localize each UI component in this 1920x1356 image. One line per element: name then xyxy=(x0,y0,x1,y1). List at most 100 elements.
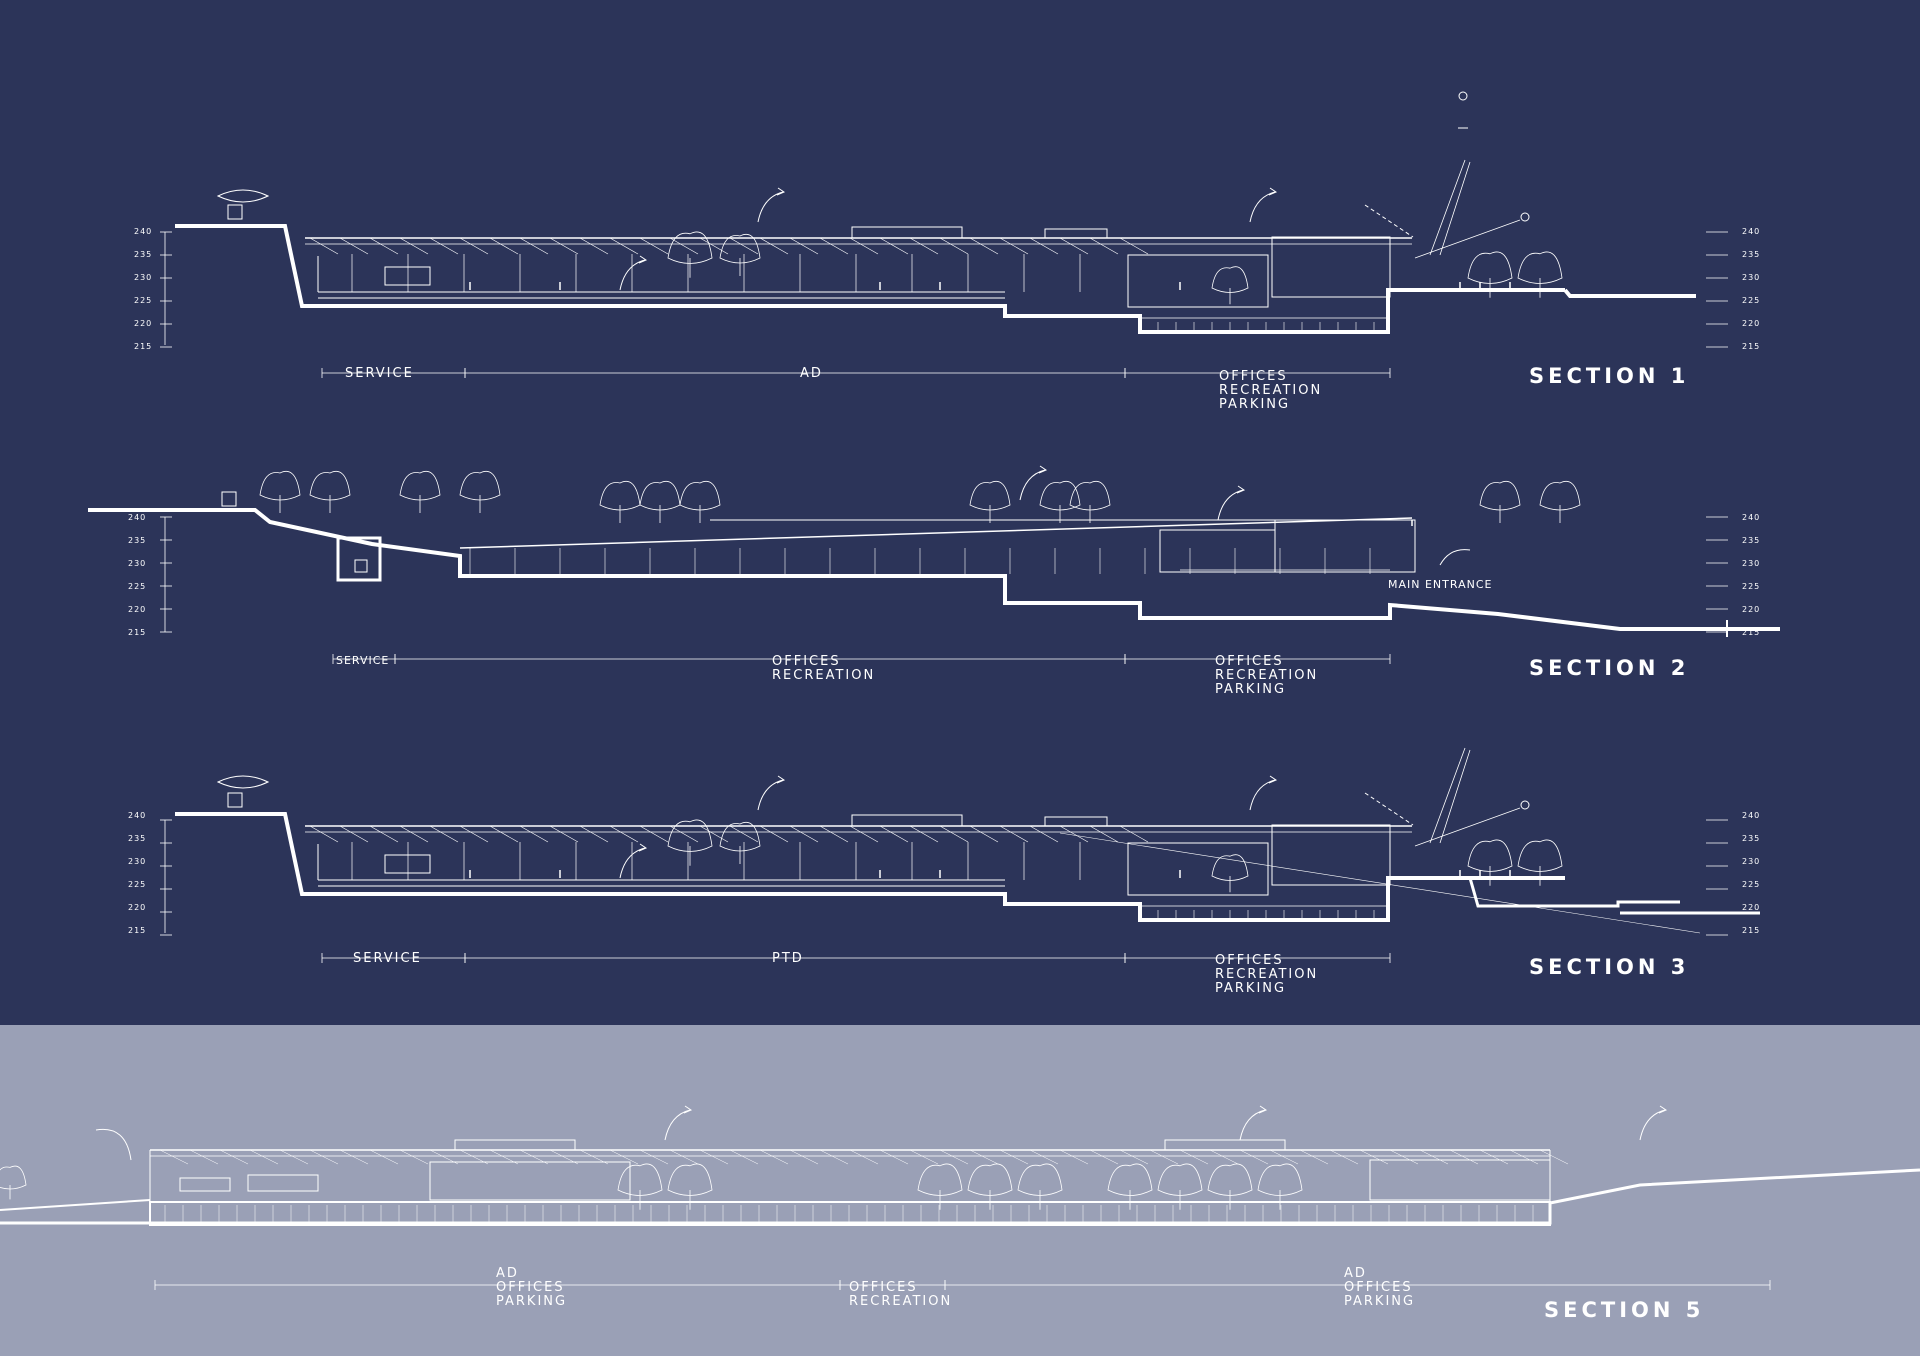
level-right-215: 215 xyxy=(1742,926,1761,935)
roof-sawtooth xyxy=(219,1149,249,1165)
roof-sawtooth xyxy=(669,237,699,255)
roof-sawtooth xyxy=(639,1149,669,1165)
service-tunnel xyxy=(336,536,382,582)
roof-sawtooth xyxy=(759,1149,789,1165)
roof-sawtooth xyxy=(999,1149,1029,1165)
level-right-220: 220 xyxy=(1742,605,1761,614)
office-block xyxy=(1274,519,1416,573)
airflow-arrow xyxy=(757,779,784,811)
roof-sawtooth xyxy=(1209,1149,1239,1165)
roof-lantern xyxy=(851,814,963,827)
zone-label-service: SERVICE xyxy=(336,654,390,667)
roof-sawtooth xyxy=(999,237,1029,255)
roof-sawtooth xyxy=(819,237,849,255)
roof-sawtooth xyxy=(969,237,999,255)
roof-sawtooth xyxy=(369,825,399,843)
roof-sawtooth xyxy=(309,825,339,843)
roof-sawtooth xyxy=(1089,237,1119,255)
sun-ray xyxy=(1414,219,1521,259)
office-block xyxy=(1271,236,1391,298)
roof-lantern xyxy=(851,226,963,239)
roof-sawtooth xyxy=(309,237,339,255)
roof-sawtooth xyxy=(789,825,819,843)
roof-sawtooth xyxy=(609,1149,639,1165)
roof-sawtooth xyxy=(849,825,879,843)
airflow-arrowhead xyxy=(1268,187,1278,196)
roof-sawtooth xyxy=(579,825,609,843)
level-right-225: 225 xyxy=(1742,582,1761,591)
truck-icon xyxy=(384,854,431,874)
airflow-arrow xyxy=(1217,489,1244,521)
roof-sawtooth xyxy=(489,237,519,255)
ground-line xyxy=(175,812,1565,922)
zone-label-ad: AD xyxy=(800,366,823,381)
roof-sawtooth xyxy=(339,825,369,843)
ground-line xyxy=(1388,876,1680,908)
level-left-215: 215 xyxy=(134,342,153,351)
roof-sawtooth xyxy=(639,825,669,843)
airflow-arrowhead xyxy=(1038,465,1048,474)
sun-ray xyxy=(1414,807,1521,847)
level-right-235: 235 xyxy=(1742,834,1761,843)
zone-label-ptd: PTD xyxy=(772,951,804,966)
truck-icon xyxy=(384,266,431,286)
sun-ray xyxy=(1429,159,1466,256)
main-entrance-label: MAIN ENTRANCE xyxy=(1388,578,1493,591)
airflow-arrowhead xyxy=(1236,485,1246,494)
sun-icon xyxy=(1520,212,1530,222)
roof-sawtooth xyxy=(1389,1149,1419,1165)
level-left-240: 240 xyxy=(128,513,147,522)
roof-sawtooth xyxy=(1119,237,1149,255)
level-right-240: 240 xyxy=(1742,513,1761,522)
roof-sawtooth xyxy=(849,1149,879,1165)
roof-sawtooth xyxy=(519,825,549,843)
roof-sawtooth xyxy=(1539,1149,1569,1165)
roof-sawtooth xyxy=(429,237,459,255)
roof-sawtooth xyxy=(639,237,669,255)
office-block xyxy=(429,1161,631,1201)
roof-sawtooth xyxy=(819,825,849,843)
level-left-225: 225 xyxy=(128,880,147,889)
airflow-arrowhead xyxy=(1258,1105,1268,1114)
airflow-arrow xyxy=(619,847,646,879)
zone-label-parking: PARKING xyxy=(1219,397,1291,412)
office-block xyxy=(1271,824,1391,886)
level-left-235: 235 xyxy=(134,250,153,259)
roof-sawtooth xyxy=(429,825,459,843)
roof-sawtooth xyxy=(339,237,369,255)
roof-sawtooth xyxy=(879,1149,909,1165)
roof-sawtooth xyxy=(1089,825,1119,843)
roof-sawtooth xyxy=(729,1149,759,1165)
roof-lantern xyxy=(1164,1139,1286,1151)
roof-sawtooth xyxy=(399,1149,429,1165)
roof-sawtooth xyxy=(339,1149,369,1165)
roof-sawtooth xyxy=(699,1149,729,1165)
zone-label-offices: OFFICES xyxy=(1215,654,1284,669)
level-right-235: 235 xyxy=(1742,536,1761,545)
level-left-215: 215 xyxy=(128,926,147,935)
zone-label-recreation: RECREATION xyxy=(849,1294,953,1309)
level-right-215: 215 xyxy=(1742,342,1761,351)
roof-sawtooth xyxy=(669,825,699,843)
roof-sawtooth xyxy=(399,237,429,255)
truck-logo-icon xyxy=(216,189,270,203)
level-left-225: 225 xyxy=(128,582,147,591)
roof-sawtooth xyxy=(759,237,789,255)
roof-sawtooth xyxy=(1089,1149,1119,1165)
airflow-arrow xyxy=(1249,191,1276,223)
roof-sawtooth xyxy=(699,237,729,255)
roof-sawtooth xyxy=(1059,1149,1089,1165)
airflow-arrowhead xyxy=(683,1105,693,1114)
level-left-240: 240 xyxy=(134,227,153,236)
section-5-panel xyxy=(0,1025,1920,1356)
roof-sawtooth xyxy=(969,1149,999,1165)
ground-line xyxy=(0,1199,151,1211)
zone-label-recreation: RECREATION xyxy=(1215,668,1319,683)
ground-line xyxy=(175,224,1565,334)
airflow-arrow xyxy=(95,1128,132,1161)
zone-label-offices: OFFICES xyxy=(1344,1280,1413,1295)
level-right-240: 240 xyxy=(1742,811,1761,820)
roof-sawtooth xyxy=(519,237,549,255)
